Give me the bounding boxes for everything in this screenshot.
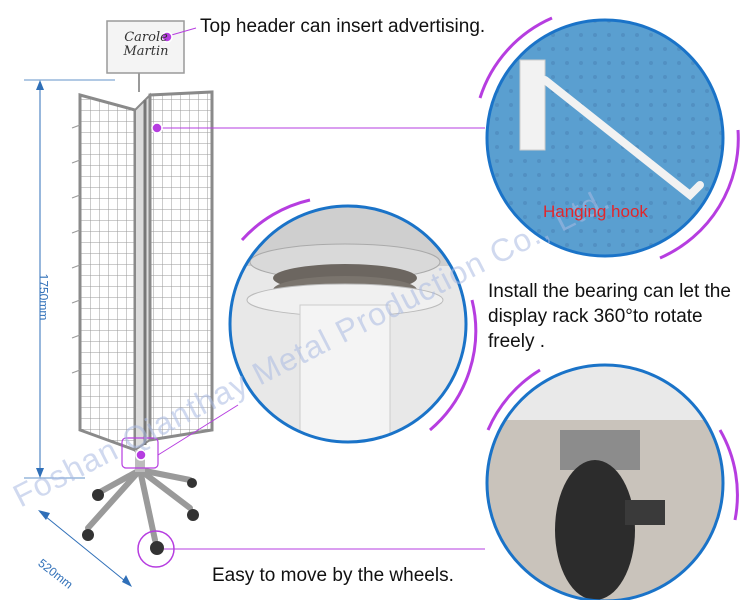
height-dimension-label: 1750mm <box>36 273 51 321</box>
header-sign <box>106 20 185 92</box>
sign-text: Carole Martin <box>114 31 178 59</box>
callout-leaders <box>158 27 485 550</box>
sign-line-2: Martin <box>123 44 169 59</box>
bearing-leader <box>157 404 239 456</box>
height-dimension-line <box>24 79 115 479</box>
sign-line-1: Carole <box>124 30 168 45</box>
width-dimension-line <box>38 510 132 587</box>
wheel-detail-photo <box>485 363 739 600</box>
hook-label: Hanging hook <box>543 202 648 221</box>
bearing-highlight-box <box>121 437 159 469</box>
wheels-caption: Easy to move by the wheels. <box>212 565 454 586</box>
bearing-detail-photo <box>228 198 478 444</box>
wheel-highlight-ring <box>137 530 175 568</box>
display-rack <box>71 90 214 555</box>
bearing-caption: Install the bearing can let the display … <box>488 281 731 352</box>
header-caption: Top header can insert advertising. <box>200 16 486 37</box>
hook-detail-photo <box>478 16 740 260</box>
callout-dots <box>135 31 173 461</box>
